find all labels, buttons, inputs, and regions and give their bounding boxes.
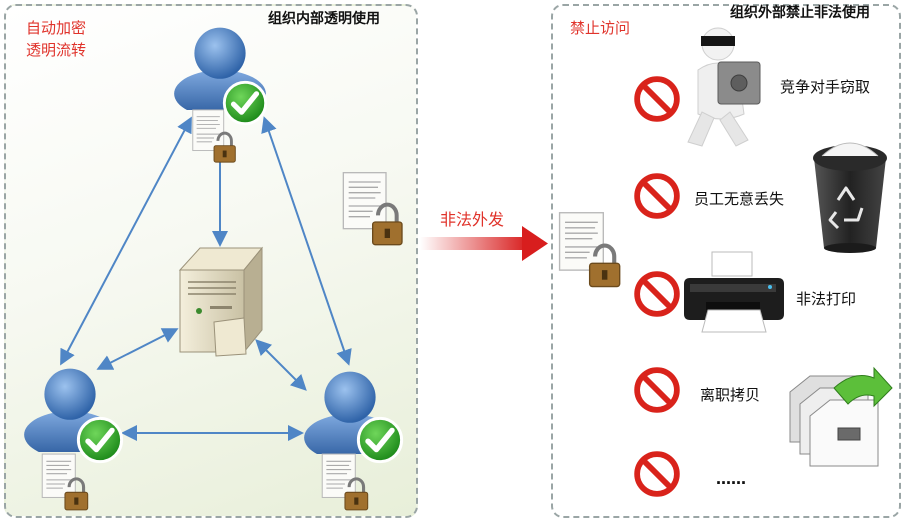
- prohibited-icon: [637, 370, 677, 410]
- auto-encrypt-label: 自动加密: [26, 19, 87, 37]
- user-top-group: [174, 27, 266, 164]
- check-icon: [224, 82, 265, 123]
- link-top-bottomleft: [60, 116, 192, 366]
- link-top-bottomright: [261, 116, 352, 366]
- illegal-send-arrow: [420, 226, 548, 261]
- external-forbidden-title: 组织外部禁止非法使用: [730, 5, 870, 21]
- user-bottom-left-group: [24, 368, 121, 512]
- prohibited-icon: [637, 79, 677, 119]
- internal-use-title: 组织内部透明使用: [268, 11, 380, 27]
- illegal-send-label: 非法外发: [440, 210, 505, 229]
- check-icon: [358, 418, 401, 461]
- leaked-document-icon: [343, 173, 402, 245]
- prohibited-icon: [637, 176, 677, 216]
- server-icon: [178, 246, 264, 357]
- access-forbidden-label: 禁止访问: [570, 19, 631, 37]
- prohibited-icon: [637, 274, 677, 314]
- printer-icon: [684, 251, 784, 333]
- risk-label-illegal-print: 非法打印: [796, 290, 857, 308]
- check-icon: [78, 418, 121, 461]
- link-server-right: [255, 339, 307, 391]
- recycle-bin-icon: [813, 142, 887, 253]
- user-bottom-right-group: [304, 371, 401, 512]
- encrypted-document-icon: [320, 452, 370, 512]
- internal-transfer-arrows: [60, 116, 352, 441]
- risk-label-resign-copy: 离职拷贝: [700, 386, 761, 404]
- transparent-flow-label: 透明流转: [26, 41, 87, 59]
- encrypted-document-icon: [40, 452, 90, 512]
- risk-label-employee-loss: 员工无意丢失: [694, 190, 785, 208]
- copy-files-icon: [789, 366, 893, 467]
- prohibited-icon: [637, 454, 677, 494]
- risk-label-competitor-theft: 竞争对手窃取: [780, 78, 871, 96]
- thief-carrying-safe-icon: [687, 27, 761, 147]
- risk-label-more: ……: [716, 470, 746, 488]
- external-document-icon: [560, 213, 620, 287]
- link-server-left: [96, 328, 179, 370]
